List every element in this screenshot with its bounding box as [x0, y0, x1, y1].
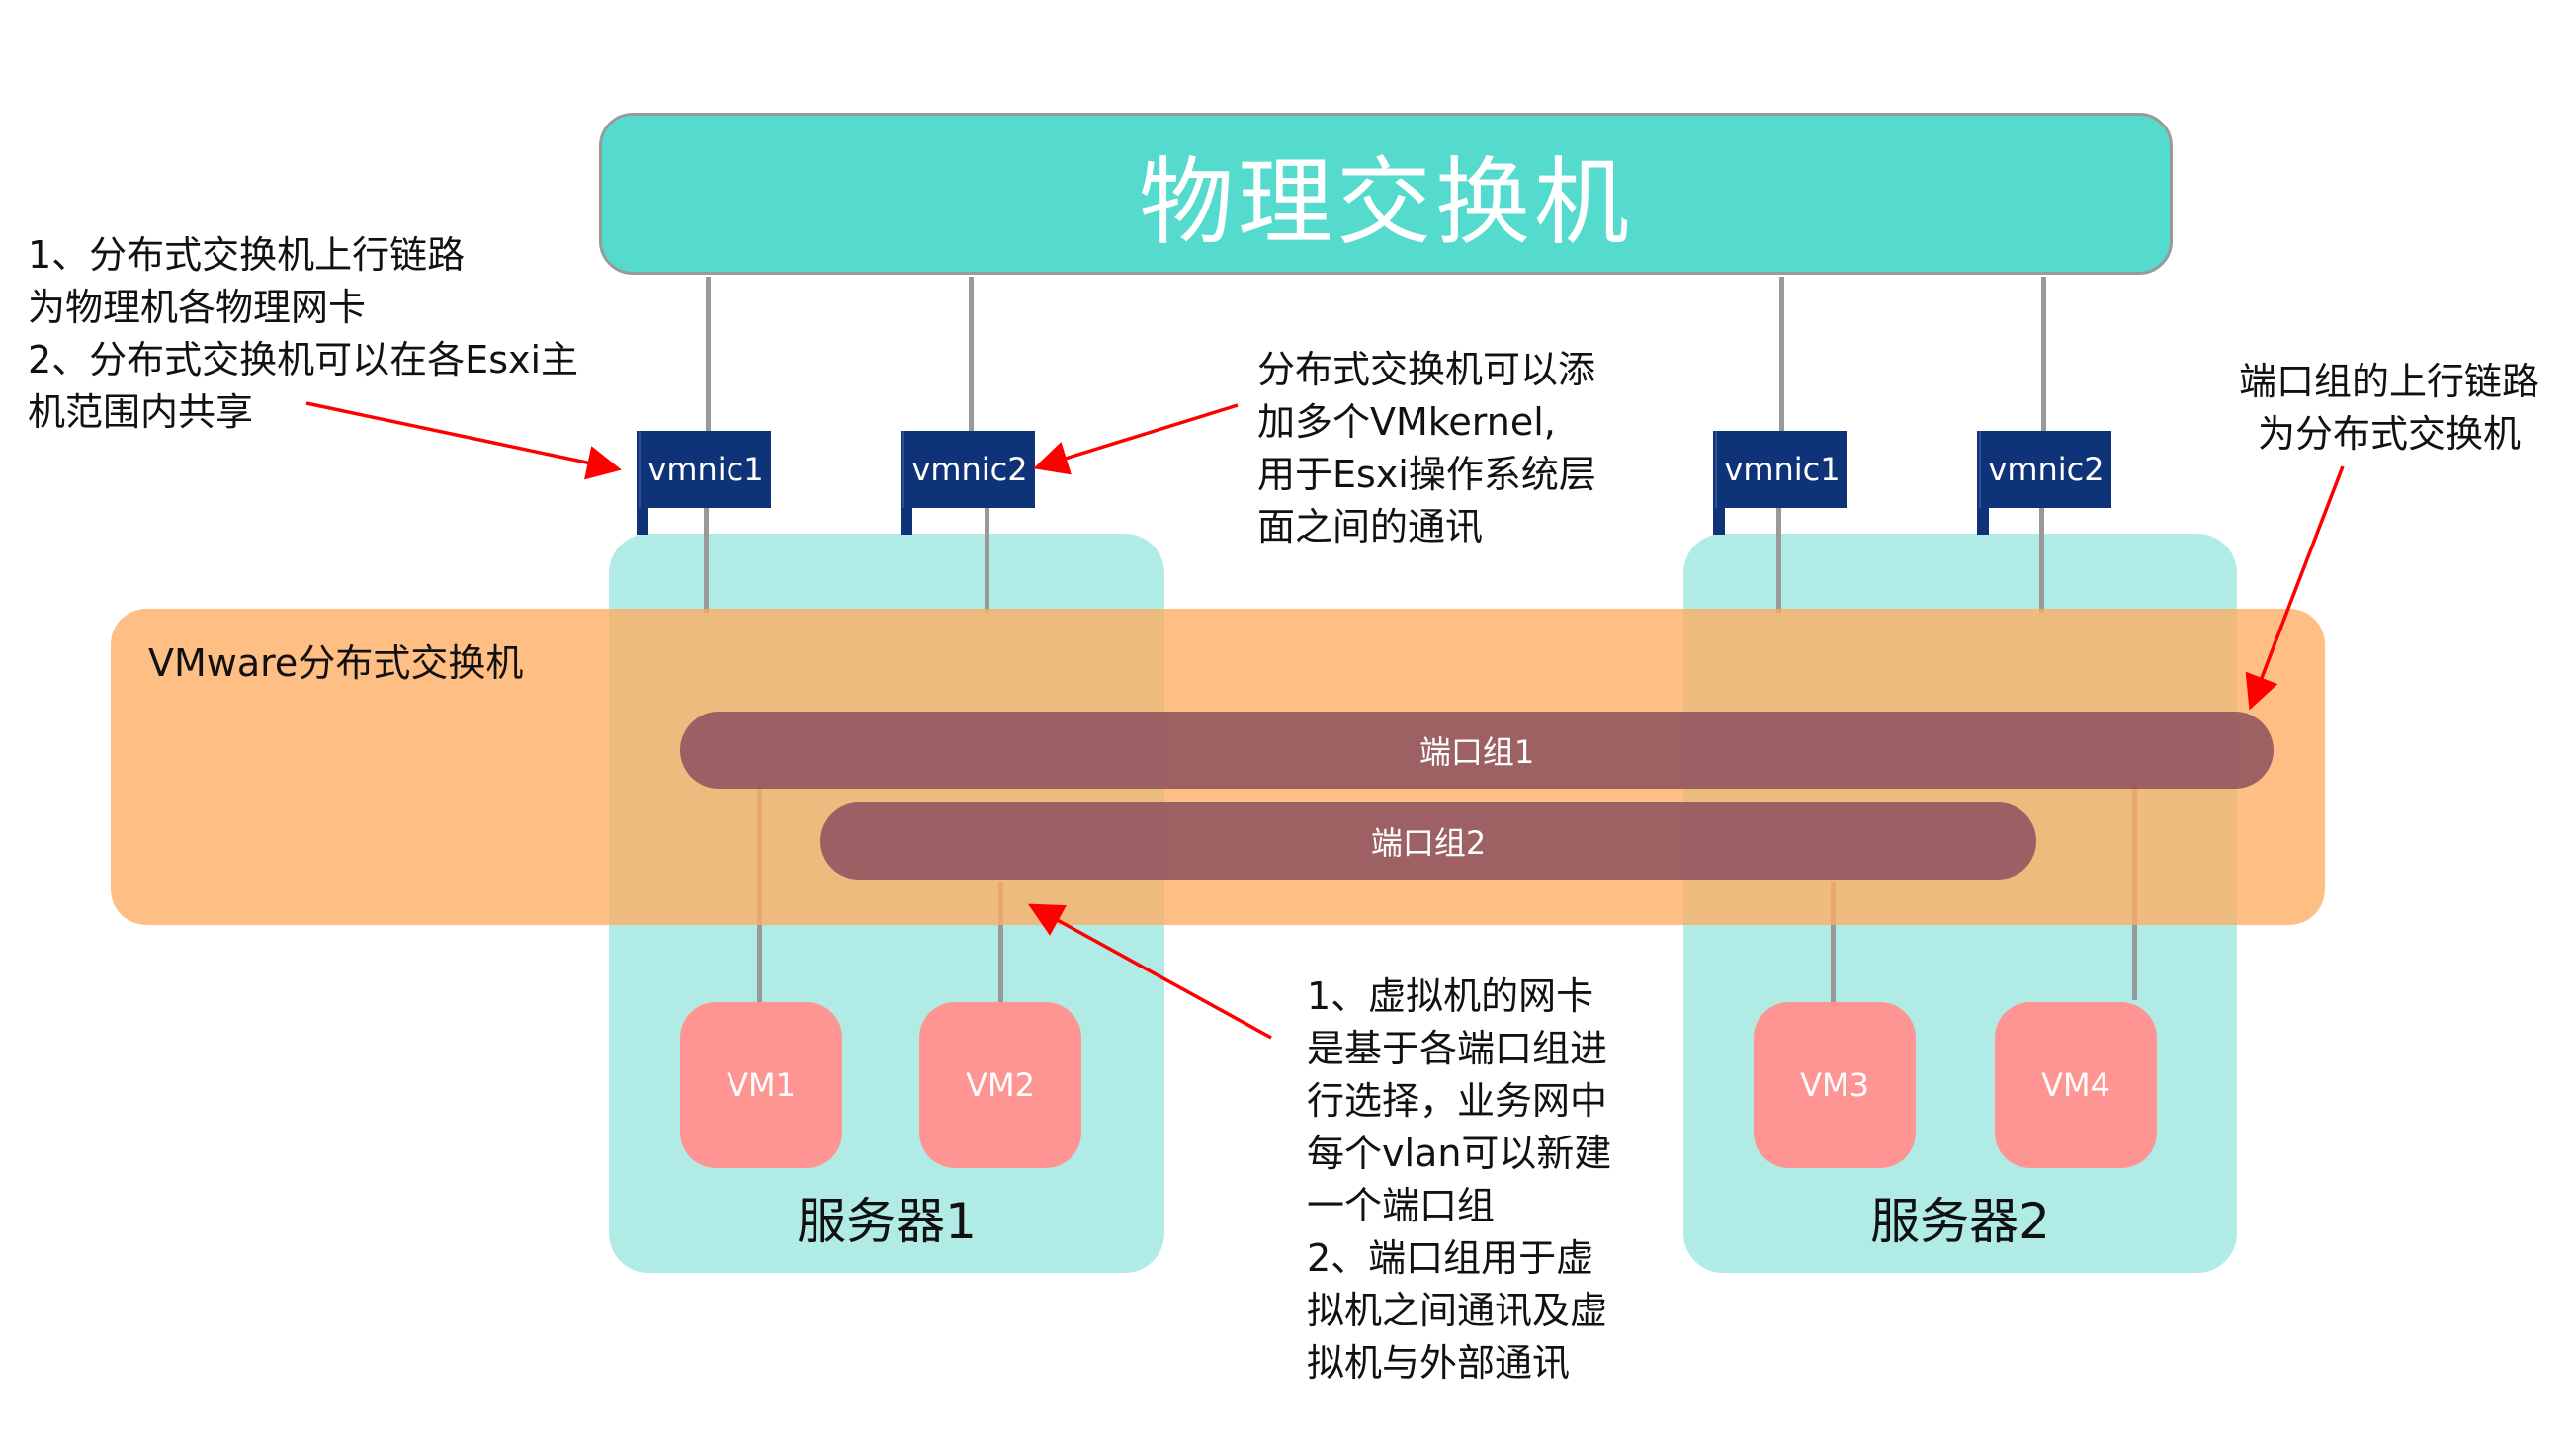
vm-link-line — [1831, 882, 1836, 1002]
vmnic-label: vmnic1 — [647, 451, 764, 488]
vmnic-card: vmnic2 — [1979, 431, 2111, 508]
arrow-to-vmnic2 — [1033, 403, 1239, 475]
distributed-switch-label: VMware分布式交换机 — [148, 641, 524, 685]
portgroup-uplink-annotation: 端口组的上行链路 为分布式交换机 — [2238, 360, 2539, 456]
uplink-line — [1779, 277, 1784, 433]
vmnic-card: vmnic1 — [1715, 431, 1847, 508]
vm-2: VM2 — [919, 1002, 1081, 1168]
uplink-line — [706, 277, 711, 433]
vm-4: VM4 — [1995, 1002, 2157, 1168]
vm-label: VM2 — [966, 1066, 1035, 1104]
arrow-to-vmnic1 — [305, 401, 622, 480]
port-group-label: 端口组1 — [1418, 733, 1535, 771]
vmnic-link-line — [2039, 508, 2044, 613]
vmnic-link-line — [704, 508, 709, 613]
physical-switch-label: 物理交换机 — [1139, 146, 1633, 258]
vm-3: VM3 — [1754, 1002, 1916, 1168]
vm-1: VM1 — [680, 1002, 842, 1168]
vmnic-link-line — [1776, 508, 1781, 613]
vm-label: VM4 — [2041, 1066, 2110, 1104]
arrow-to-port-group-1 — [2245, 465, 2345, 711]
uplink-line — [969, 277, 974, 433]
vmnic-card: vmnic1 — [639, 431, 771, 508]
vmnic-label: vmnic1 — [1724, 451, 1841, 488]
vm-label: VM1 — [727, 1066, 796, 1104]
vmkernel-annotation: 分布式交换机可以添 加多个VMkernel, 用于Esxi操作系统层 面之间的通… — [1257, 348, 1596, 548]
vmnic-card: vmnic2 — [902, 431, 1035, 508]
port-group-2: 端口组2 — [820, 802, 2036, 880]
server-label: 服务器2 — [1870, 1193, 2050, 1250]
port-group-label: 端口组2 — [1370, 824, 1487, 862]
vm-link-line — [998, 882, 1003, 1002]
vm-nic-annotation: 1、虚拟机的网卡 是基于各端口组进 行选择，业务网中 每个vlan可以新建 一个… — [1307, 974, 1612, 1385]
uplink-line — [2041, 277, 2046, 433]
server-label: 服务器1 — [797, 1193, 977, 1250]
vmnic-label: vmnic2 — [1988, 451, 2104, 488]
physical-switch: 物理交换机 — [599, 113, 2173, 275]
port-group-1: 端口组1 — [680, 712, 2274, 789]
vmnic-label: vmnic2 — [911, 451, 1028, 488]
vm-label: VM3 — [1800, 1066, 1869, 1104]
uplink-annotation: 1、分布式交换机上行链路 为物理机各物理网卡 2、分布式交换机可以在各Esxi主… — [28, 233, 579, 434]
vmnic-link-line — [985, 508, 989, 613]
arrow-to-port-group-2 — [1027, 903, 1272, 1040]
